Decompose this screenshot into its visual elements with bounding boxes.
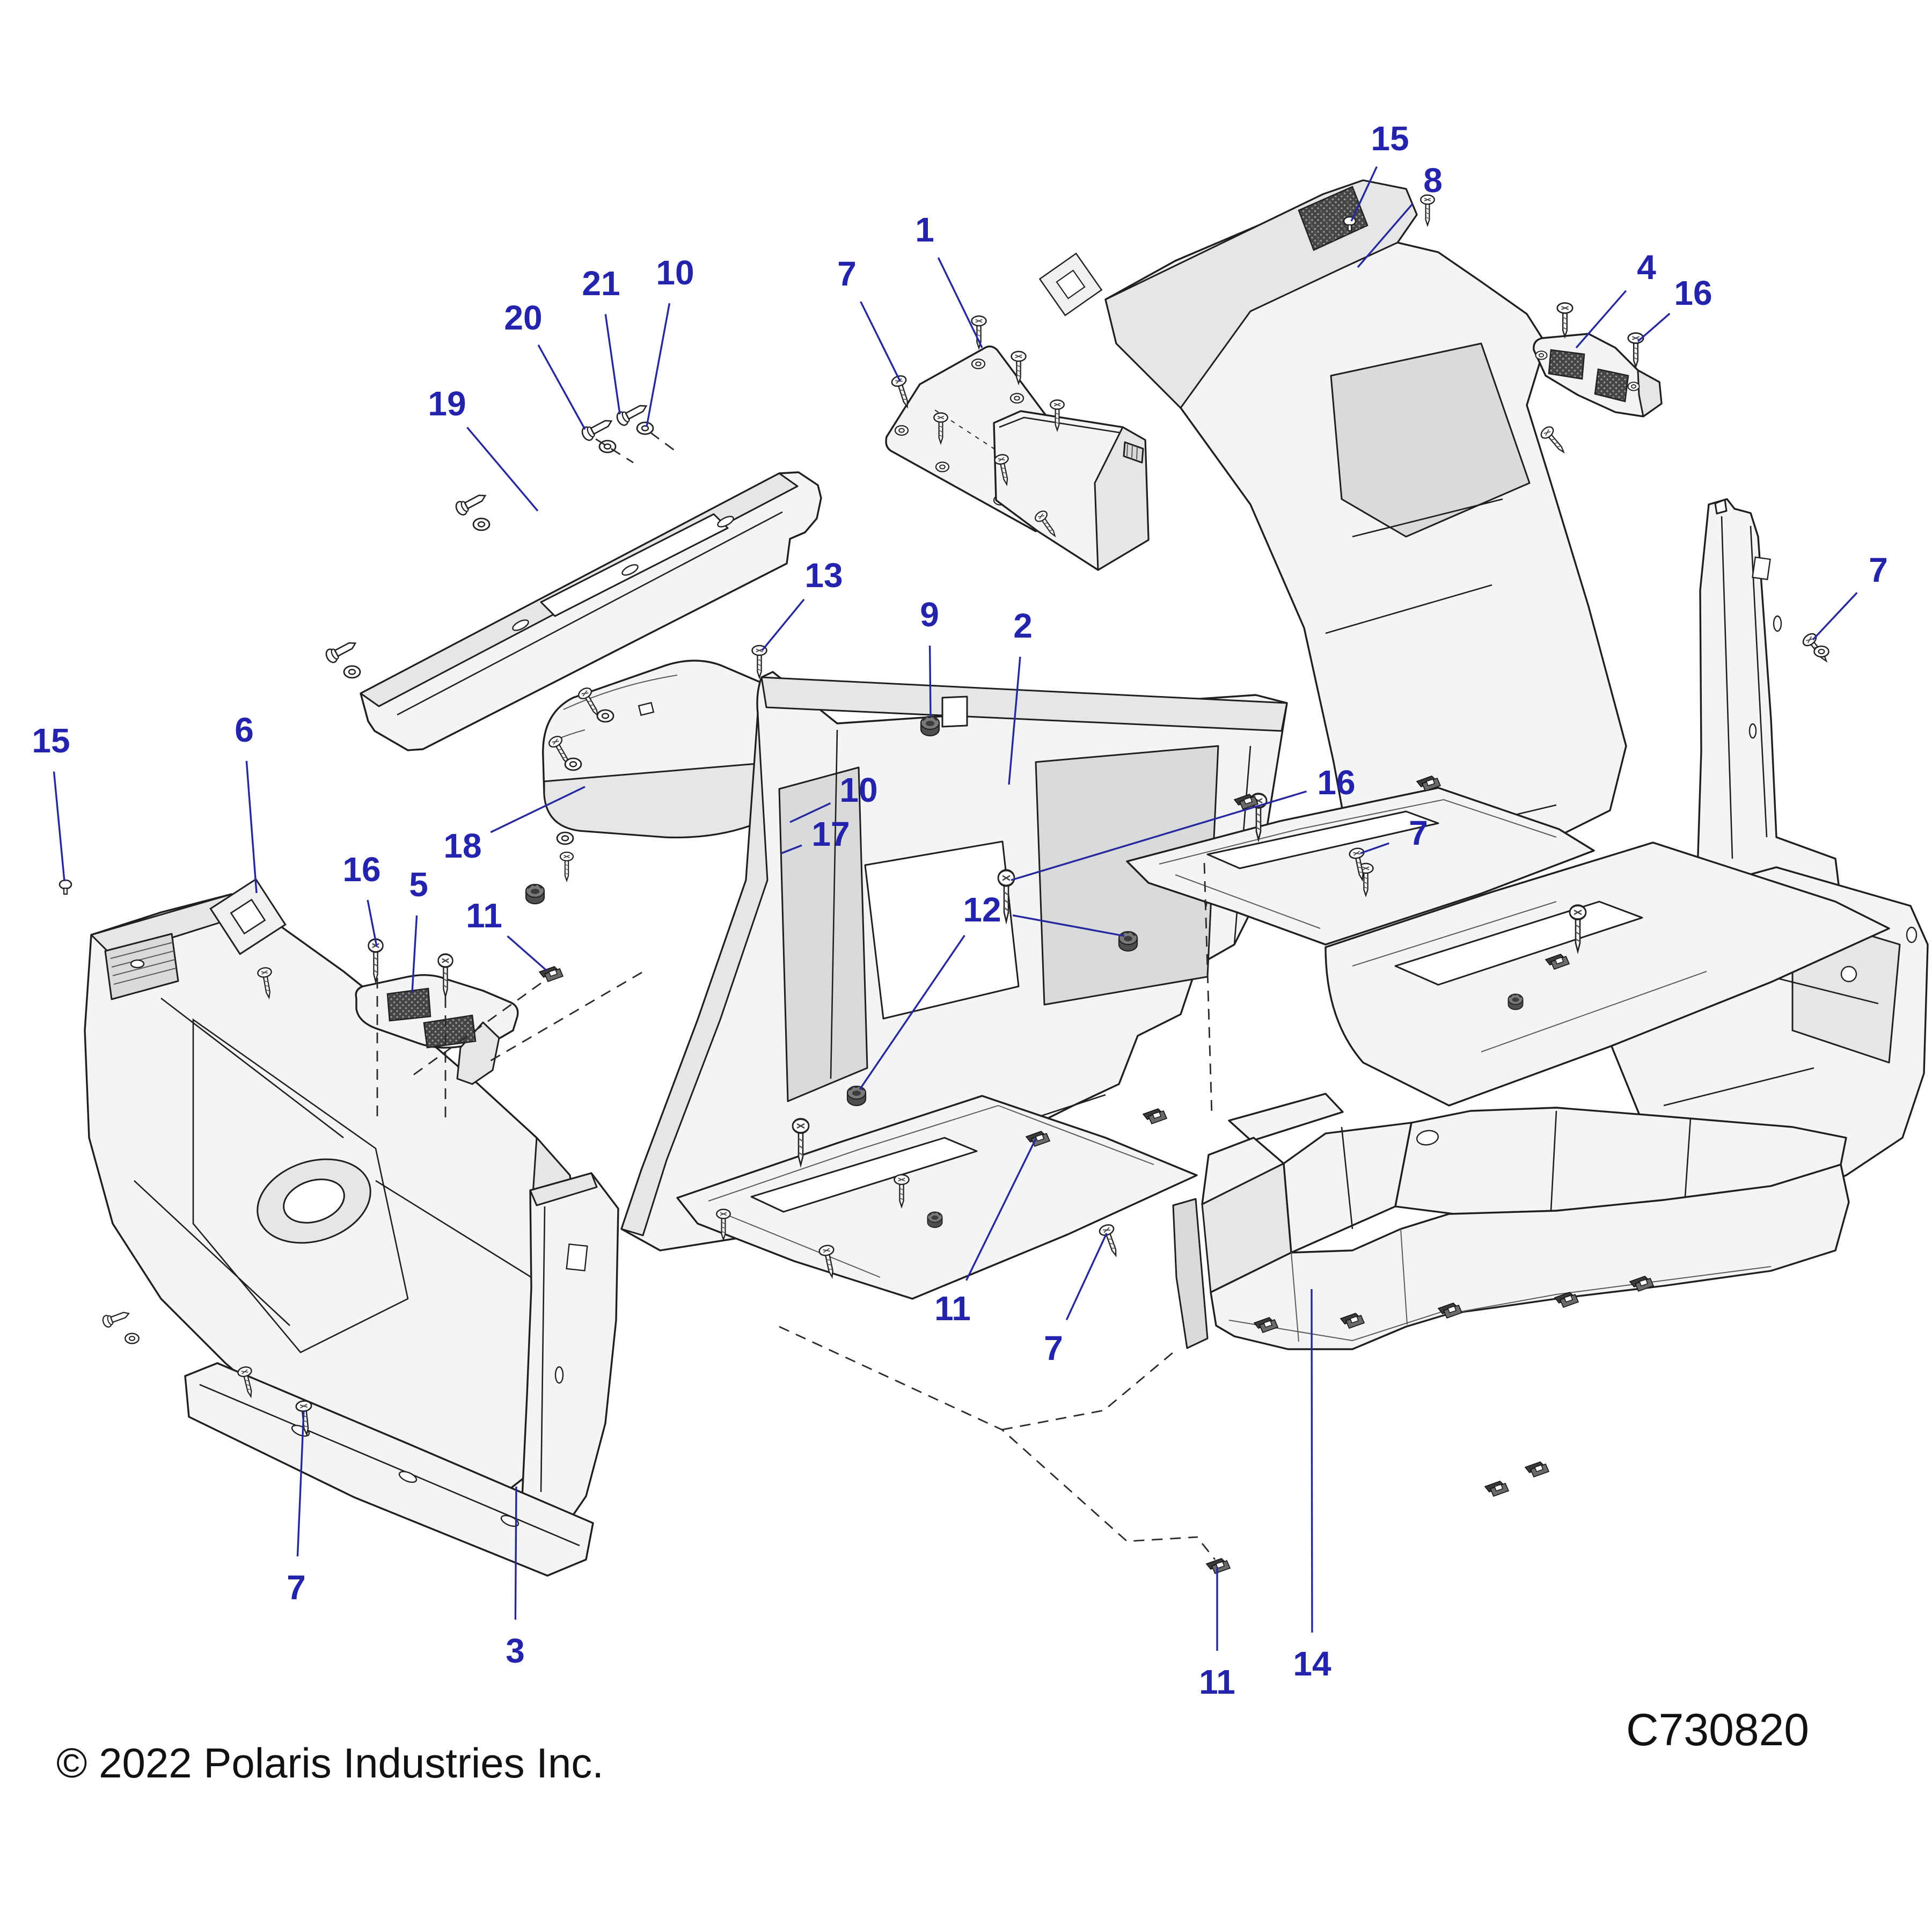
callout-label-20: 20 [504,298,542,337]
callout-label-9: 9 [920,595,939,634]
callout-label-7: 7 [1409,814,1428,852]
diagram-code: C730820 [1626,1704,1809,1755]
part-3-sill-pillar [521,1172,619,1532]
part-8-rear-side-panel [1104,179,1627,913]
callout-label-2: 2 [1013,606,1033,645]
callout-leader-7 [1065,1233,1108,1321]
callout-leader-12 [1012,914,1125,937]
callout-label-15: 15 [1371,119,1409,158]
callout-leader-10 [789,802,831,823]
part-1-closeoff-panel [885,345,1150,571]
part-2-rear-panel [620,671,1288,1252]
callout-label-16: 16 [1317,763,1355,802]
callout-leader-7 [296,1410,305,1557]
assembly-dashed-lines [779,1326,1216,1560]
callout-leader-11 [507,935,547,971]
callout-leader-16 [1637,312,1671,342]
part-3-support-pillar-right [1695,498,1842,956]
callout-leader-3 [514,1486,517,1620]
callout-leader-18 [490,786,586,833]
callout-label-18: 18 [443,826,481,865]
part-5-vent-grille [355,938,642,1124]
callout-label-1: 1 [915,210,934,249]
callout-label-11: 11 [466,896,502,935]
callout-label-19: 19 [428,384,466,423]
callout-label-7: 7 [1869,551,1888,589]
callout-leader-4 [1575,290,1627,349]
part-19-fasteners [323,399,676,679]
callout-label-16: 16 [1674,274,1712,312]
callout-leader-11 [965,1138,1037,1281]
floor-plate-left [676,1095,1198,1300]
callout-leader-1 [937,257,983,348]
part-3-sill-strip [100,1307,594,1577]
callout-leader-20 [537,344,586,430]
callout-leader-19 [466,427,539,512]
part-3-rocker-panel-left [84,893,575,1504]
callout-leader-12 [859,934,965,1090]
callout-leader-15 [53,771,65,882]
callout-leader-7 [1812,592,1858,641]
callout-label-8: 8 [1423,161,1443,200]
callout-label-7: 7 [837,254,857,293]
callout-label-16: 16 [342,850,380,889]
callout-leader-16 [1011,791,1307,881]
callout-label-17: 17 [811,815,850,853]
callout-leader-9 [928,645,932,718]
part-4-vent-cover [1533,302,1663,418]
part-14-lower-fascia [1210,1163,1850,1350]
callout-label-3: 3 [506,1631,525,1670]
callout-leader-7 [860,301,901,382]
callout-label-11: 11 [1199,1663,1235,1701]
callout-label-14: 14 [1293,1644,1331,1683]
callout-label-10: 10 [839,771,877,809]
callout-leader-8 [1357,203,1414,268]
callout-leader-7 [1360,842,1389,854]
callout-leader-21 [604,314,621,415]
callout-label-6: 6 [235,711,254,749]
floor-plate-right [1126,775,1890,1116]
part-15-rivet-left [58,879,72,895]
callout-leader-5 [411,915,418,993]
callout-label-11: 11 [934,1289,971,1328]
callout-label-4: 4 [1637,248,1656,287]
callout-label-7: 7 [287,1568,306,1607]
callout-label-21: 21 [582,264,620,303]
callout-leader-13 [761,598,805,652]
callout-label-13: 13 [804,556,843,595]
callout-label-12: 12 [963,890,1001,929]
callout-leader-6 [245,760,258,894]
callout-leader-16 [367,899,378,947]
floor-pan-right [1324,841,1890,1107]
callout-layer: 1234567777789101011111112131415151616161… [32,119,1887,1701]
callout-leader-17 [781,844,802,854]
callout-leader-10 [646,303,671,427]
callout-label-10: 10 [656,253,694,292]
callout-label-15: 15 [32,721,70,760]
part-19-sill-trim [360,471,822,751]
callout-label-7: 7 [1044,1329,1063,1367]
callout-leader-2 [1008,656,1021,785]
callout-label-5: 5 [409,865,428,904]
callout-leader-15 [1350,166,1378,222]
part-14-rocker-panel-right [1172,1093,1850,1574]
part-6-bracket-upper [1033,247,1108,322]
copyright-text: © 2022 Polaris Industries Inc. [56,1739,604,1787]
